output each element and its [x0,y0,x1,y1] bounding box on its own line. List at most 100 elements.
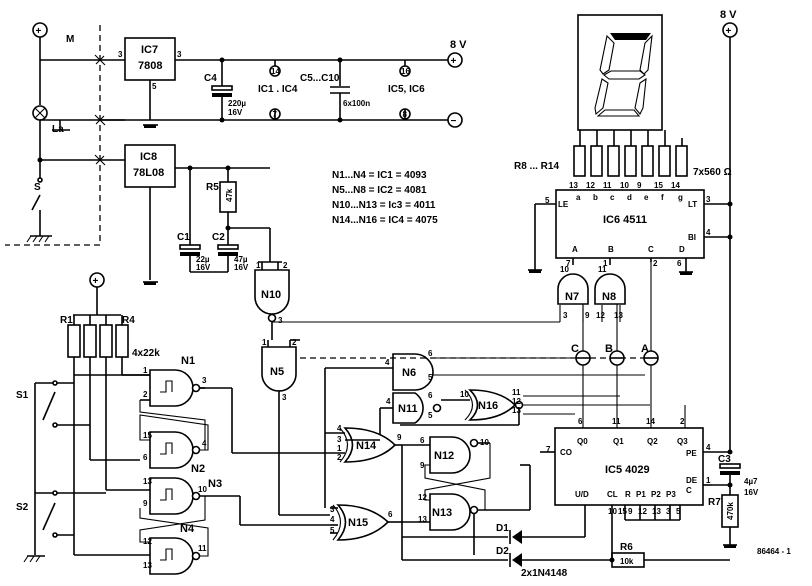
svg-text:13: 13 [614,311,623,320]
gate-n13 [429,493,471,531]
svg-text:CL: CL [607,490,618,499]
svg-text:b: b [593,193,598,202]
gate-n16 [468,389,517,421]
enclosure-border [5,25,101,246]
svg-text:3: 3 [118,50,123,59]
svg-text:13: 13 [512,406,521,415]
svg-text:470k: 470k [726,502,735,520]
svg-text:12: 12 [596,311,605,320]
gates-n12-n13: N12 6 9 10 N13 12 13 [402,436,531,555]
svg-text:9: 9 [637,181,642,190]
svg-text:4: 4 [706,228,711,237]
svg-text:D2: D2 [496,546,509,557]
svg-text:16: 16 [401,67,410,76]
svg-text:3: 3 [330,505,335,514]
svg-text:16V: 16V [228,108,243,117]
diodes-r6: D1 D2 2x1N4148 10k R6 [402,505,730,579]
svg-text:P1: P1 [636,490,646,499]
svg-text:16V: 16V [196,263,211,272]
ic8-label: IC8 [140,151,157,163]
svg-text:4: 4 [386,397,391,406]
svg-text:10: 10 [608,507,617,516]
svg-text:N6: N6 [402,367,416,379]
svg-text:2: 2 [337,453,342,462]
svg-text:10: 10 [460,390,469,399]
svg-text:Q3: Q3 [677,437,688,446]
svg-text:N10: N10 [261,289,281,301]
c4-label: C4 [204,73,217,84]
svg-text:1: 1 [143,366,148,375]
svg-text:f: f [661,193,664,202]
svg-text:PE: PE [686,449,697,458]
svg-text:Q0: Q0 [577,437,588,446]
svg-text:D1: D1 [496,523,509,534]
svg-text:47k: 47k [225,188,234,202]
svg-text:9: 9 [397,433,402,442]
gates-n6-n16: N6 4 6 5 N11 4 6 5 N16 10 11 12 13 N14 [324,349,650,560]
ic6-4511: IC6 4511 LE 5 LT 3 BI 4 A B C D 7 1 2 6 … [514,14,733,275]
bus-c-label: C [571,343,579,355]
svg-text:13: 13 [143,561,152,570]
svg-text:4: 4 [337,424,342,433]
svg-text:9: 9 [420,461,425,470]
r8-r14-label: R8 ... R14 [514,161,559,172]
gate-n6 [392,353,434,391]
switch-s2 [42,502,56,531]
input-resistors-switches: + R1 R4 4x22k S1 S2 [16,272,160,563]
svg-text:A: A [572,245,578,254]
switch-s1-label: S1 [16,390,29,401]
svg-text:5: 5 [428,411,433,420]
gate-n12 [429,436,471,474]
r1-label: R1 [60,315,73,326]
svg-text:10: 10 [620,181,629,190]
bus-a-label: A [641,343,649,355]
svg-text:11: 11 [198,544,207,553]
resistor-r1 [67,324,81,358]
svg-text:12: 12 [638,507,647,516]
resistor-r2 [83,324,97,358]
svg-text:7: 7 [566,259,571,268]
svg-text:4µ7: 4µ7 [744,477,758,486]
svg-text:N12: N12 [434,450,454,462]
ic5-counter [554,427,704,506]
gate-n7 [557,273,589,305]
legend-line-2: N5...N8 = IC2 = 4081 [332,185,427,196]
svg-text:6: 6 [388,510,393,519]
ic6-segment-pins: 13 12 11 10 9 15 14 a b c d e f g [569,181,683,202]
svg-text:N1: N1 [181,355,195,367]
svg-text:3: 3 [202,376,207,385]
enclosure-m-label: M [66,34,74,45]
svg-text:6: 6 [428,391,433,400]
diode-d1 [512,530,522,544]
svg-text:CO: CO [560,448,572,457]
output-minus-terminal [447,112,463,128]
c2-label: C2 [212,232,225,243]
svg-text:11: 11 [598,265,607,274]
bus-b-label: B [605,343,613,355]
svg-text:12: 12 [512,397,521,406]
svg-text:11: 11 [512,388,521,397]
svg-text:15: 15 [143,431,152,440]
power-section: + La S M IC7 7808 3 3 5 [5,22,467,285]
switch-s1 [42,391,56,421]
svg-text:e: e [644,193,649,202]
switch-s [31,194,41,211]
svg-text:2: 2 [653,259,658,268]
svg-text:C: C [648,245,654,254]
svg-text:6: 6 [578,417,583,426]
svg-text:5: 5 [676,507,681,516]
svg-text:d: d [627,193,632,202]
svg-text:9: 9 [143,499,148,508]
svg-text:1: 1 [262,338,267,347]
gates-n10-n5: N10 1 2 3 N5 1 2 3 [254,228,560,516]
legend-line-4: N14...N16 = IC4 = 4075 [332,215,438,226]
r5-label: R5 [206,182,219,193]
svg-text:N2: N2 [191,463,205,475]
svg-text:220µ: 220µ [228,99,246,108]
gates-n7-n8: N7 N8 10 11 3 9 12 13 [557,258,626,322]
svg-text:7: 7 [546,445,551,454]
svg-text:47µ: 47µ [234,255,248,264]
c1-label: C1 [177,232,190,243]
ic7-part: 7808 [138,60,162,72]
